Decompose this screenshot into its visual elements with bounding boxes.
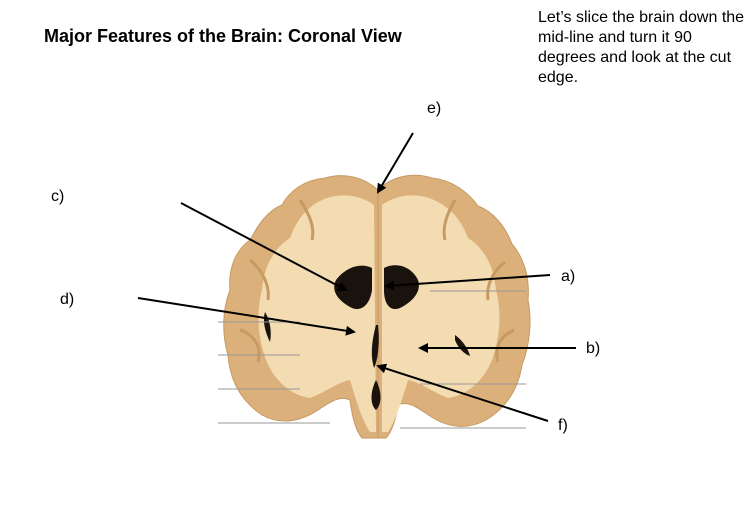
left-lateral-ventricle (334, 265, 372, 310)
sulcus-right-3 (442, 199, 457, 241)
page-title: Major Features of the Brain: Coronal Vie… (44, 26, 402, 46)
left-insula-dark (263, 312, 271, 342)
sulcus-left-1 (249, 258, 270, 301)
arrow-c (180, 202, 348, 291)
sulcus-left-2 (239, 328, 261, 363)
arrow-a (384, 274, 551, 291)
right-insula-dark (455, 335, 470, 356)
right-lateral-ventricle (384, 265, 419, 310)
left-white-matter (258, 195, 376, 432)
arrow-e (376, 132, 414, 194)
instruction-note: Let’s slice the brain down the mid-line … (538, 9, 745, 86)
sulcus-right-2 (495, 328, 515, 363)
label-d: d) (60, 291, 75, 308)
right-white-matter (382, 195, 500, 432)
label-arrows (137, 132, 576, 422)
label-a: a) (561, 268, 576, 285)
label-f: f) (558, 417, 568, 434)
third-ventricle (371, 325, 379, 368)
arrow-d (137, 297, 356, 336)
brain-section (223, 174, 531, 439)
arrow-f (376, 363, 549, 422)
label-e: e) (427, 100, 442, 117)
third-ventricle-lower (371, 380, 381, 410)
label-c: c) (51, 188, 65, 205)
sulcus-left-3 (298, 199, 315, 241)
label-b: b) (586, 340, 601, 357)
